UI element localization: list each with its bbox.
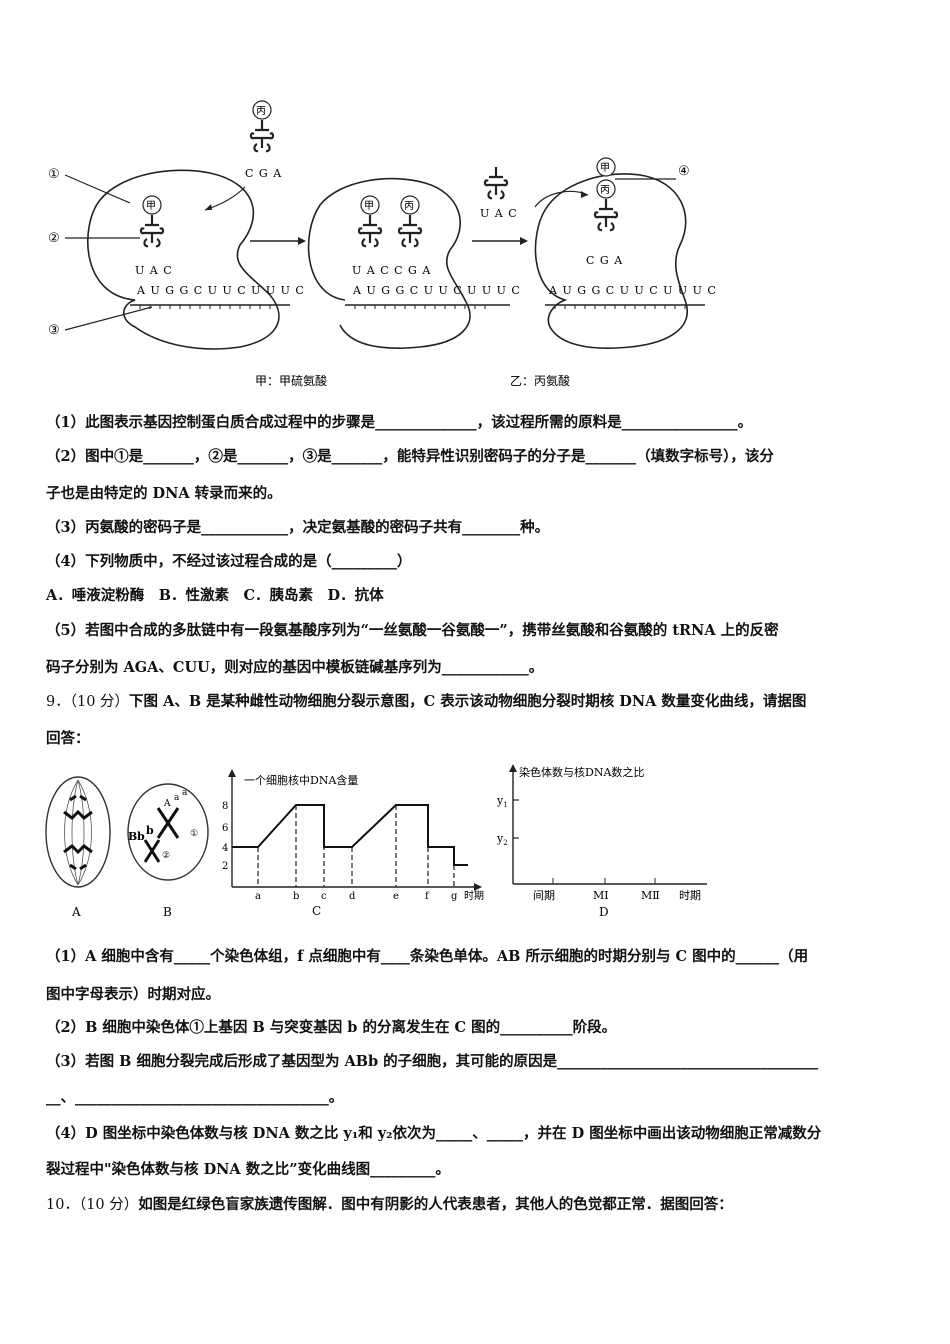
q8-line-8: 码子分别为 AGA、CUU，则对应的基因中模板链碱基序列为___________… [46, 659, 544, 676]
d-xtick-1: 间期 [533, 889, 555, 902]
d-xunit: 时期 [679, 889, 701, 902]
q9-ans-1: （1）A 细胞中含有_____个染色体组，f 点细胞中有____条染色单体。AB… [46, 948, 809, 965]
label-1: ① [48, 167, 60, 182]
ratio-chart: 染色体数与核DNA数之比 y1 y2 间期 MⅠ MⅡ 时期 D [496, 764, 707, 919]
c-xunit: 时期 [464, 890, 484, 902]
c-xtick-a: a [255, 891, 261, 902]
fig-c-label: C [312, 904, 321, 918]
anticodon-uac-1: U A C [135, 264, 173, 277]
label-3: ③ [48, 323, 60, 338]
q10-number: 10．（10 分） [46, 1197, 139, 1213]
fig-a-label: A [71, 905, 81, 919]
dna-content-chart: 一个细胞核中DNA含量 8 6 4 2 a b c d e f g 时期 C [222, 769, 484, 918]
q10-line-1: 如图是红绿色盲家族遗传图解．图中有阴影的人代表患者，其他人的色觉都正常．据图回答… [138, 1196, 733, 1213]
d-xtick-2: MⅠ [593, 889, 609, 902]
caption-right: 乙：丙氨酸 [510, 373, 570, 388]
fig-b-label: B [163, 905, 172, 919]
caption-left: 甲：甲硫氨酸 [255, 373, 327, 388]
amino-jia-3: 甲 [600, 163, 610, 174]
fig-d-label: D [599, 905, 609, 919]
c-ytick-8: 8 [222, 801, 228, 812]
anticodon-cga-1: C G A [245, 167, 282, 180]
cell-figures-ab: A a a A B b b ① ② B [45, 776, 209, 919]
mrna-seq-3: A U G G C U U C U U U C [548, 284, 717, 297]
q8-line-2: （2）图中①是_______，②是_______，③是_______，能特异性识… [46, 448, 774, 465]
q8-line-1: （1）此图表示基因控制蛋白质合成过程中的步骤是______________，该过… [46, 414, 753, 431]
mrna-seq-2: A U G G C U U C U U U C [352, 284, 521, 297]
c-ytick-6: 6 [222, 823, 228, 834]
c-xtick-b: b [293, 891, 299, 902]
anticodon-uaccga: U A C C G A [352, 264, 431, 277]
q8-line-5: （4）下列物质中，不经过该过程合成的是（_________） [46, 553, 412, 570]
c-ytick-4: 4 [222, 843, 228, 854]
mrna-seq-1: A U G G C U U C U U U C [136, 284, 305, 297]
y2-label: y2 [496, 832, 508, 847]
anticodon-uac-2: U A C [480, 207, 518, 220]
amino-jia-2: 甲 [364, 201, 374, 212]
c-xtick-d: d [349, 891, 356, 902]
chromosome-1: ① [190, 829, 198, 839]
c-xtick-f: f [425, 891, 430, 902]
chromosome-2: ② [162, 851, 170, 861]
q9-number: 9．（10 分） [46, 694, 130, 710]
q9-line-2: 回答： [46, 730, 90, 747]
amino-bing-1: 丙 [256, 106, 266, 117]
q8-line-3: 子也是由特定的 DNA 转录而来的。 [46, 485, 282, 502]
gene-a-2: a [182, 788, 188, 798]
translation-diagram: A U G G C U U C U U U C A U G G C U U C … [48, 100, 717, 388]
gene-b-1: b [137, 830, 145, 843]
amino-bing-3: 丙 [600, 185, 610, 196]
q9-ans-4: （3）若图 B 细胞分裂完成后形成了基因型为 ABb 的子细胞，其可能的原因是_… [46, 1053, 819, 1070]
q9-ans-3: （2）B 细胞中染色体①上基因 B 与突变基因 b 的分离发生在 C 图的___… [46, 1019, 617, 1036]
c-xtick-g: g [451, 891, 458, 902]
anticodon-cga-2: C G A [586, 254, 623, 267]
chart-c-title: 一个细胞核中DNA含量 [244, 773, 358, 787]
chart-d-title: 染色体数与核DNA数之比 [519, 765, 644, 779]
q9-ans-5: __、___________________________________。 [46, 1089, 344, 1106]
q8-line-4: （3）丙氨酸的密码子是____________，决定氨基酸的密码子共有_____… [46, 519, 550, 536]
label-2: ② [48, 231, 60, 246]
label-4: ④ [678, 164, 690, 179]
c-xtick-c: c [321, 891, 327, 902]
d-xtick-3: MⅡ [641, 889, 660, 902]
gene-B: B [128, 830, 137, 843]
gene-A: A [163, 799, 171, 809]
amino-bing-2: 丙 [404, 201, 414, 212]
gene-a-1: a [174, 793, 180, 803]
q9-line-1: 下图 A、B 是某种雌性动物细胞分裂示意图，C 表示该动物细胞分裂时期核 DNA… [129, 693, 807, 710]
q9-ans-2: 图中字母表示）时期对应。 [46, 986, 220, 1003]
c-xtick-e: e [393, 891, 399, 902]
q8-options: A．唾液淀粉酶 B．性激素 C．胰岛素 D．抗体 [46, 587, 384, 604]
y1-label: y1 [496, 794, 508, 809]
q9-ans-6: （4）D 图坐标中染色体数与核 DNA 数之比 y₁和 y₂依次为_____、_… [46, 1125, 822, 1142]
gene-b-2: b [146, 824, 154, 837]
q8-line-7: （5）若图中合成的多肽链中有一段氨基酸序列为“一丝氨酸一谷氨酸一”，携带丝氨酸和… [46, 622, 779, 639]
q9-ans-7: 裂过程中"染色体数与核 DNA 数之比”变化曲线图_________。 [46, 1161, 450, 1178]
c-ytick-2: 2 [222, 861, 228, 872]
amino-jia-1: 甲 [146, 201, 156, 212]
